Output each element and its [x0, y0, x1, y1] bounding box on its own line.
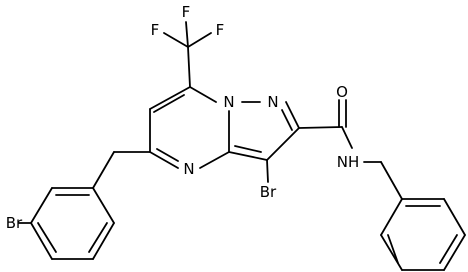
- bond-c3-c3a: [228, 151, 268, 161]
- atom-f-right: F: [216, 21, 225, 39]
- bond-ch2-phenyl: [380, 161, 403, 200]
- bromophenyl-ring: [18, 151, 151, 260]
- bond-cf3-c7: [187, 46, 191, 88]
- amide-group: [298, 99, 403, 200]
- bond-c7-c6-inner: [153, 94, 185, 113]
- atom-nh-amide: NH: [337, 153, 360, 171]
- bond-ar1: [92, 151, 115, 189]
- atom-o-carbonyl: O: [336, 83, 348, 101]
- atom-labels: F F F N N N O NH Br Br: [6, 3, 359, 232]
- atom-n-pyrazole: N: [267, 93, 278, 111]
- atom-br-aryl: Br: [6, 214, 23, 232]
- bond-ph5: [380, 234, 403, 271]
- bond-ph6: [380, 198, 403, 236]
- bond-ar-inner-2: [37, 222, 57, 253]
- bond-n8-c7: [189, 86, 217, 103]
- bond-ar7: [92, 187, 115, 224]
- bond-c5-n4: [149, 151, 179, 169]
- atom-n-pyrimidine: N: [183, 160, 194, 178]
- bond-c5-n4-inner: [156, 148, 179, 162]
- atom-f-top: F: [182, 3, 191, 21]
- bond-n1-c2-inner: [281, 109, 293, 131]
- bond-ph-inner-2: [439, 234, 458, 264]
- phenyl-ring: [380, 198, 466, 271]
- atom-f-left: F: [151, 21, 160, 39]
- bond-ar3: [30, 187, 53, 224]
- bond-ar6: [92, 222, 115, 260]
- bond-n4-c3a: [199, 151, 230, 169]
- bond-ar4: [30, 222, 53, 260]
- pyrimidine-ring: [149, 86, 230, 169]
- bond-ph2: [443, 198, 466, 236]
- bond-ar-inner-3: [88, 222, 108, 253]
- pyrazole-ring: [228, 101, 300, 161]
- bond-cf-top: [185, 21, 189, 48]
- bond-n1-c2: [285, 101, 300, 129]
- atom-n-bridge: N: [223, 93, 234, 111]
- bond-c3-br: [266, 159, 269, 183]
- bond-ph-inner-3: [387, 234, 399, 264]
- bond-cf-right: [187, 32, 212, 48]
- bond-c7-c6: [149, 86, 191, 110]
- bond-carbonyl-n: [341, 126, 353, 149]
- bond-c2-c3: [266, 127, 300, 161]
- atom-br-ring: Br: [260, 183, 277, 201]
- trifluoromethyl-group: [163, 21, 212, 88]
- bond-c2-carbonyl: [298, 126, 343, 129]
- bond-cf-left: [163, 32, 189, 48]
- bond-c3-c3a-inner: [234, 145, 262, 153]
- bond-ph3: [443, 234, 466, 271]
